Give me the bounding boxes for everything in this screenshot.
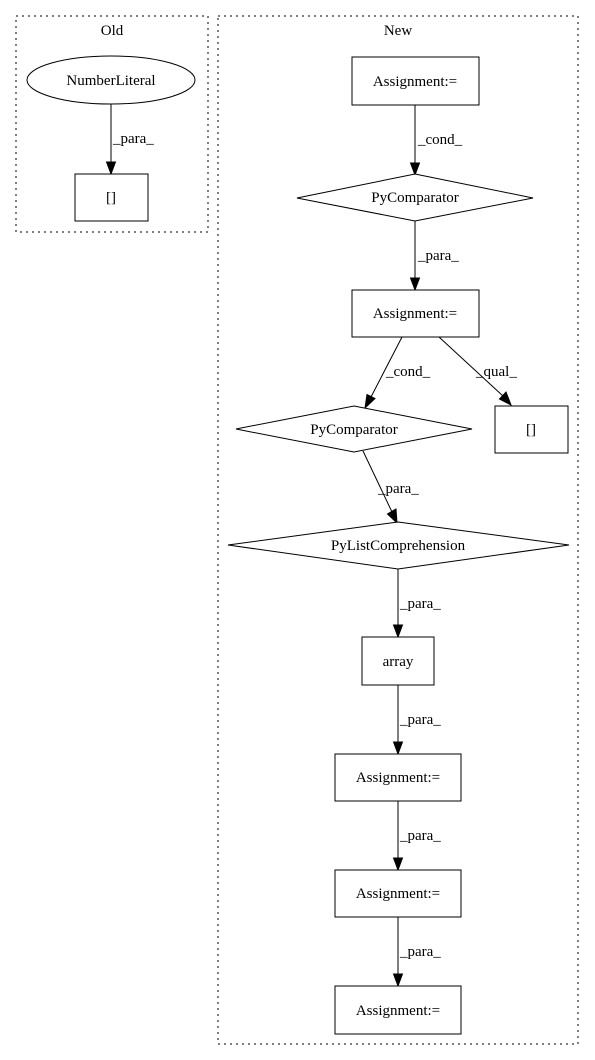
arrowhead [392,624,404,639]
edge-label: _para_ [399,944,441,960]
edge-label: _cond_ [385,364,431,380]
edge-label: _para_ [377,481,419,497]
node-label: Assignment:= [373,306,457,322]
node-pycomparator-2[interactable]: PyComparator [235,405,473,453]
node-shape-diamond [296,173,534,222]
edge-assignment3-to-assignment4: _para_ [392,801,441,872]
node-subscript-new[interactable]: [] [494,405,569,454]
edge-assignment2-to-subscript: _qual_ [438,336,517,407]
edge-assignment4-to-assignment5: _para_ [392,917,441,988]
node-number-literal[interactable]: NumberLiteral [26,55,196,105]
edge-label: _para_ [112,131,154,147]
node-array[interactable]: array [361,636,435,686]
edge-array-to-assignment3: _para_ [392,685,441,756]
edge-assignment1-to-pycomparator1: _cond_ [409,105,463,177]
node-label: NumberLiteral [66,73,155,89]
edge-label: _para_ [399,712,441,728]
arrowhead [392,741,404,756]
node-assignment-3[interactable]: Assignment:= [334,753,462,802]
arrowhead [392,857,404,872]
node-shape-ellipse [26,55,196,105]
node-shape-box [334,869,462,918]
arrowhead [105,161,117,176]
node-shape-box [361,636,435,686]
node-shape-box [74,173,149,222]
cluster-old: Old [15,15,209,233]
arrowhead [498,391,512,407]
node-assignment-4[interactable]: Assignment:= [334,869,462,918]
node-label: Assignment:= [356,770,440,786]
edges: _para_ _cond_ _para_ _cond_ _qual_ [105,104,517,988]
node-label: [] [106,190,116,206]
node-assignment-2[interactable]: Assignment:= [351,289,480,338]
node-label: Assignment:= [356,1003,440,1019]
node-assignment-5[interactable]: Assignment:= [334,985,462,1035]
cluster-new-title: New [384,23,412,39]
node-label: Assignment:= [373,74,457,90]
node-label: array [383,654,414,670]
edge-pycomparator1-to-assignment2: _para_ [409,221,459,292]
edge-label: _para_ [399,828,441,844]
node-pycomparator-1[interactable]: PyComparator [296,173,534,222]
arrowhead [364,393,376,410]
cluster-old-title: Old [101,23,124,39]
edge-label: _cond_ [417,132,463,148]
arrowhead [392,973,404,988]
edge-line [370,336,403,398]
node-assignment-1[interactable]: Assignment:= [351,56,480,106]
node-shape-box [334,753,462,802]
edge-label: _para_ [417,248,459,264]
edge-assignment2-to-pycomparator2: _cond_ [364,336,431,410]
node-shape-box [494,405,569,454]
node-subscript-old[interactable]: [] [74,173,149,222]
node-shape-diamond [235,405,473,453]
node-shape-box [351,289,480,338]
arrowhead [409,162,421,177]
edge-label: _para_ [399,596,441,612]
nodes: NumberLiteral [] Assignment:= PyComparat… [26,55,570,1035]
node-label: [] [526,422,536,438]
node-shape-diamond [227,521,570,570]
node-label: PyComparator [310,422,398,438]
edge-pycomparator2-to-pylistcomprehension: _para_ [362,450,419,525]
cluster-new-border [217,15,579,1045]
cluster-new: New [217,15,579,1045]
node-label: Assignment:= [356,886,440,902]
node-label: PyComparator [371,190,459,206]
node-shape-box [334,985,462,1035]
node-label: PyListComprehension [331,538,466,554]
edge-old-numberliteral-to-subscript: _para_ [105,104,154,176]
edge-label: _qual_ [475,364,517,380]
edge-line [438,336,504,397]
node-shape-box [351,56,480,106]
arrowhead [409,277,421,292]
node-pylistcomprehension[interactable]: PyListComprehension [227,521,570,570]
edge-line [362,450,393,513]
edge-pylistcomprehension-to-array: _para_ [392,569,441,639]
arrowhead [386,508,398,525]
cluster-old-border [15,15,209,233]
